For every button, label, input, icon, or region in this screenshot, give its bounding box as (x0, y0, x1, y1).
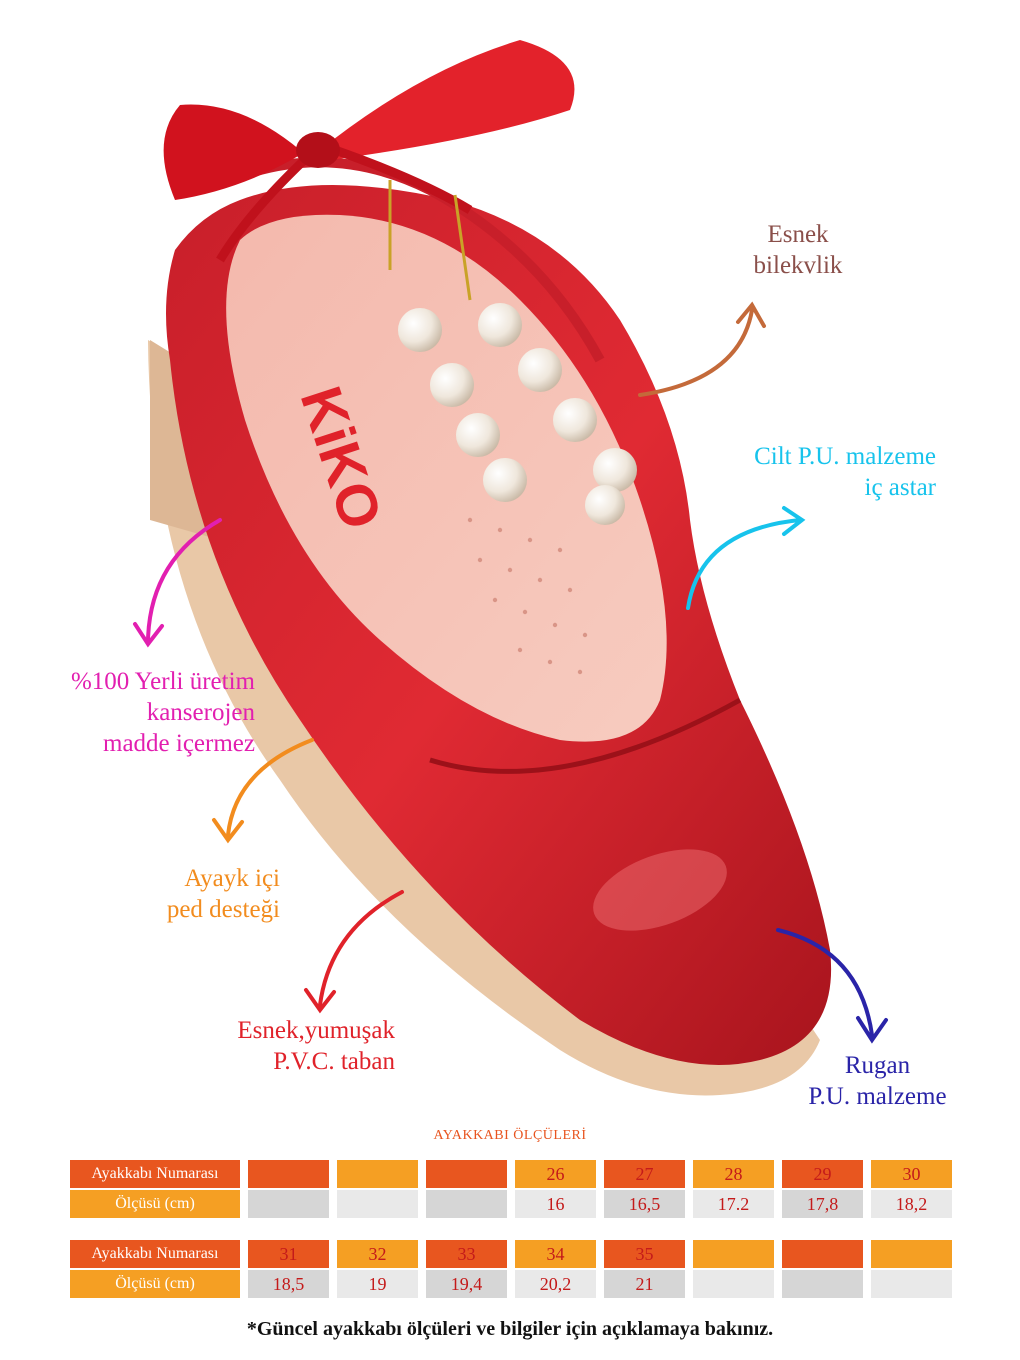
size-cell: 31 (248, 1240, 329, 1268)
callout-sole: Esnek,yumuşak P.V.C. taban (180, 1015, 395, 1077)
size-cell: 30 (871, 1160, 952, 1188)
size-cell (693, 1240, 774, 1268)
size-cell (693, 1270, 774, 1298)
size-cell: 18,5 (248, 1270, 329, 1298)
size-cell: 19,4 (426, 1270, 507, 1298)
size-cell: 35 (604, 1240, 685, 1268)
size-chart-title: AYAKKABI ÖLÇÜLERİ (433, 1128, 587, 1143)
size-cell (782, 1240, 863, 1268)
arrow-pad (226, 738, 314, 837)
callout-local-line-3: madde içermez (103, 730, 255, 757)
size-cell: 16,5 (604, 1190, 685, 1218)
footnote: *Güncel ayakkabı ölçüleri ve bilgiler iç… (246, 1318, 774, 1340)
arrow-lining (686, 518, 802, 610)
size-cell: 18,2 (871, 1190, 952, 1218)
size-cell: 27 (604, 1160, 685, 1188)
size-cell (426, 1190, 507, 1218)
size-cell: 17,8 (782, 1190, 863, 1218)
size-cell: 16 (515, 1190, 596, 1218)
size-cell (426, 1160, 507, 1188)
size-cell: 20,2 (515, 1270, 596, 1298)
callout-lining: Cilt P.U. malzeme iç astar (700, 441, 936, 503)
pearl-charms (388, 180, 637, 525)
row-label-size: Ölçüsü (cm) (70, 1190, 240, 1218)
arrow-pad-head (212, 818, 244, 844)
size-cell: 21 (604, 1270, 685, 1298)
size-cell: 32 (337, 1240, 418, 1268)
size-table-1-size-row: Ölçüsü (cm) 16 16,5 17.2 17,8 18,2 (70, 1190, 952, 1218)
arrow-patent-head (856, 1016, 888, 1044)
callout-pad: Ayayk içi ped desteği (120, 863, 280, 925)
size-table-2: Ayakkabı Numarası 31 32 33 34 35 Ölçüsü … (62, 1238, 960, 1300)
insole (226, 214, 667, 742)
size-cell (871, 1240, 952, 1268)
size-cell (337, 1190, 418, 1218)
arrow-lining-head (782, 506, 806, 536)
row-label-number: Ayakkabı Numarası (70, 1160, 240, 1188)
callout-patent-line-1: Rugan (844, 1052, 911, 1079)
callout-sole-line-2: P.V.C. taban (273, 1048, 395, 1075)
size-cell: 33 (426, 1240, 507, 1268)
arrow-wrist-head (736, 301, 766, 328)
callout-lining-line-2: iç astar (864, 474, 936, 501)
arrow-patent (776, 928, 874, 1037)
insole-perforations (467, 517, 588, 675)
callout-pad-line-1: Ayayk içi (184, 865, 280, 892)
callout-wrist-line-1: Esnek (767, 221, 829, 248)
size-cell (871, 1270, 952, 1298)
callout-local-line-2: kanserojen (146, 699, 255, 726)
size-cell: 34 (515, 1240, 596, 1268)
size-table-2-number-row: Ayakkabı Numarası 31 32 33 34 35 (70, 1240, 952, 1268)
shoe-image: KiKO (133, 40, 888, 1096)
callout-local-line-1: %100 Yerli üretim (70, 668, 255, 695)
size-table-1: Ayakkabı Numarası 26 27 28 29 30 Ölçüsü … (62, 1158, 960, 1220)
callout-patent: Rugan P.U. malzeme (800, 1050, 955, 1112)
callout-local: %100 Yerli üretim kanserojen madde içerm… (30, 666, 255, 759)
callout-pad-line-2: ped desteği (166, 896, 280, 923)
callout-patent-line-2: P.U. malzeme (808, 1083, 947, 1110)
size-cell: 29 (782, 1160, 863, 1188)
callout-wrist-line-2: bilekvlik (753, 252, 843, 279)
callout-wrist: Esnek bilekvlik (718, 219, 878, 281)
size-cell (248, 1190, 329, 1218)
arrow-sole (318, 890, 404, 1007)
size-cell (337, 1160, 418, 1188)
row-label-number: Ayakkabı Numarası (70, 1240, 240, 1268)
size-cell: 17.2 (693, 1190, 774, 1218)
callout-lining-line-1: Cilt P.U. malzeme (754, 443, 936, 470)
size-cell (782, 1270, 863, 1298)
ribbon-bow (163, 40, 575, 263)
size-table-2-size-row: Ölçüsü (cm) 18,5 19 19,4 20,2 21 (70, 1270, 952, 1298)
size-cell: 28 (693, 1160, 774, 1188)
arrow-local (146, 518, 222, 642)
size-cell: 26 (515, 1160, 596, 1188)
size-cell (248, 1160, 329, 1188)
toe-seam (429, 697, 742, 774)
arrow-local-head (133, 622, 164, 648)
arrow-wrist (638, 308, 754, 397)
row-label-size: Ölçüsü (cm) (70, 1270, 240, 1298)
size-table-1-number-row: Ayakkabı Numarası 26 27 28 29 30 (70, 1160, 952, 1188)
callout-sole-line-1: Esnek,yumuşak (237, 1017, 395, 1044)
arrow-sole-head (304, 988, 336, 1014)
size-cell: 19 (337, 1270, 418, 1298)
